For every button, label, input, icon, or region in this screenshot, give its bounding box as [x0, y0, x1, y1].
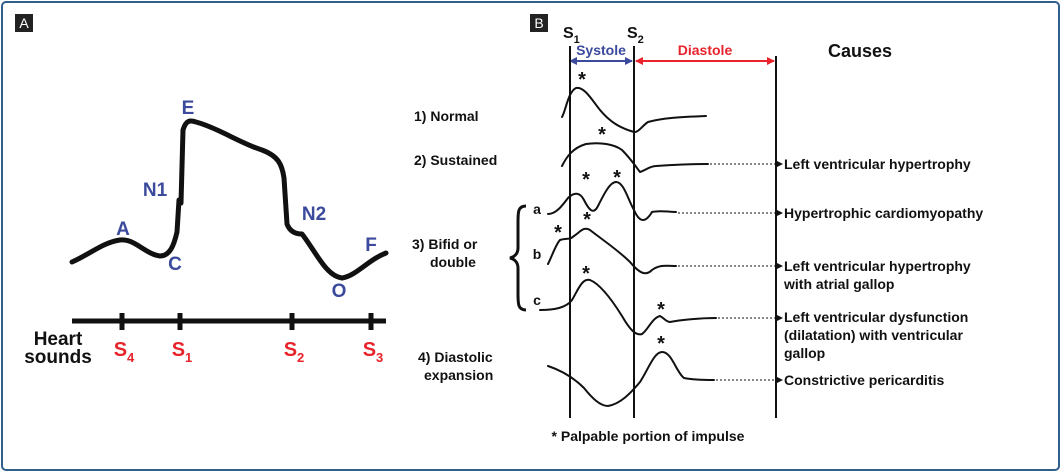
cause-lvh-gallop-1: Left ventricular hypertrophy — [784, 258, 971, 274]
cause-lvh: Left ventricular hypertrophy — [784, 156, 971, 172]
row-diastolic-label-1: 4) Diastolic — [418, 349, 493, 365]
normal-waveform — [561, 86, 707, 134]
row-sustained-label: 2) Sustained — [414, 152, 497, 168]
panel-a-tag: A — [15, 14, 33, 32]
diastolic-expansion-waveform — [547, 351, 715, 407]
point-a-label: A — [116, 219, 130, 240]
diastolic-expansion-star: * — [657, 333, 665, 355]
cause-lvh-gallop-2: with atrial gallop — [783, 276, 894, 292]
cause-hcm: Hypertrophic cardiomyopathy — [784, 205, 983, 221]
panel-a: A A C E N1 N2 O F Heart sounds S4 S1 S2 … — [15, 14, 389, 368]
bifid-b-waveform — [547, 227, 677, 275]
sustained-palpable-star: * — [598, 124, 606, 146]
point-f-label: F — [365, 235, 377, 256]
row-bifid-label-2: double — [430, 254, 476, 270]
svg-text:A: A — [19, 15, 29, 31]
bifid-a-star-2: * — [613, 167, 621, 189]
s4-label: S4 — [114, 339, 135, 365]
cause-constrictive-pericarditis: Constrictive pericarditis — [784, 372, 944, 388]
panel-b: B S1 S2 Systole Diastole Causes 1) Norma… — [412, 14, 983, 444]
svg-text:B: B — [534, 15, 543, 31]
cause-lvd-1: Left ventricular dysfunction — [784, 309, 968, 325]
cause-lvd-3: gallop — [784, 345, 825, 361]
diastole-label: Diastole — [678, 42, 733, 58]
bifid-a-waveform — [547, 181, 677, 221]
sounds-label: sounds — [24, 347, 92, 368]
bifid-c-waveform — [539, 278, 717, 336]
s3-label: S3 — [363, 339, 384, 365]
b-s1-label: S1 — [563, 25, 580, 46]
point-n1-label: N1 — [143, 180, 168, 201]
apexcardiogram-trace — [69, 118, 389, 281]
row-bifid-label-1: 3) Bifid or — [412, 236, 478, 252]
sub-a-label: a — [533, 201, 541, 217]
b-s2-label: S2 — [627, 25, 644, 46]
systole-label: Systole — [576, 42, 626, 58]
bifid-b-star-2: * — [583, 209, 591, 231]
bifid-c-star: * — [582, 263, 590, 285]
point-e-label: E — [182, 98, 195, 119]
ventricular-gallop-star: * — [657, 299, 665, 321]
sub-b-label: b — [533, 246, 542, 262]
causes-title: Causes — [828, 41, 892, 61]
sustained-waveform — [561, 142, 709, 173]
bifid-a-star-1: * — [582, 169, 590, 191]
point-c-label: C — [168, 254, 182, 275]
s1-label: S1 — [172, 339, 193, 365]
panel-b-tag: B — [530, 14, 548, 32]
bifid-brace — [509, 204, 527, 312]
normal-palpable-star: * — [578, 69, 586, 91]
point-n2-label: N2 — [302, 204, 326, 225]
footnote: * Palpable portion of impulse — [552, 428, 745, 444]
row-diastolic-label-2: expansion — [424, 367, 493, 383]
sub-c-label: c — [533, 292, 541, 308]
row-normal-label: 1) Normal — [414, 108, 479, 124]
s2-label: S2 — [284, 339, 305, 365]
bifid-b-star-1: * — [554, 222, 562, 244]
point-o-label: O — [332, 281, 347, 302]
heart-label: Heart — [34, 329, 83, 350]
cause-lvd-2: (dilatation) with ventricular — [784, 327, 963, 343]
